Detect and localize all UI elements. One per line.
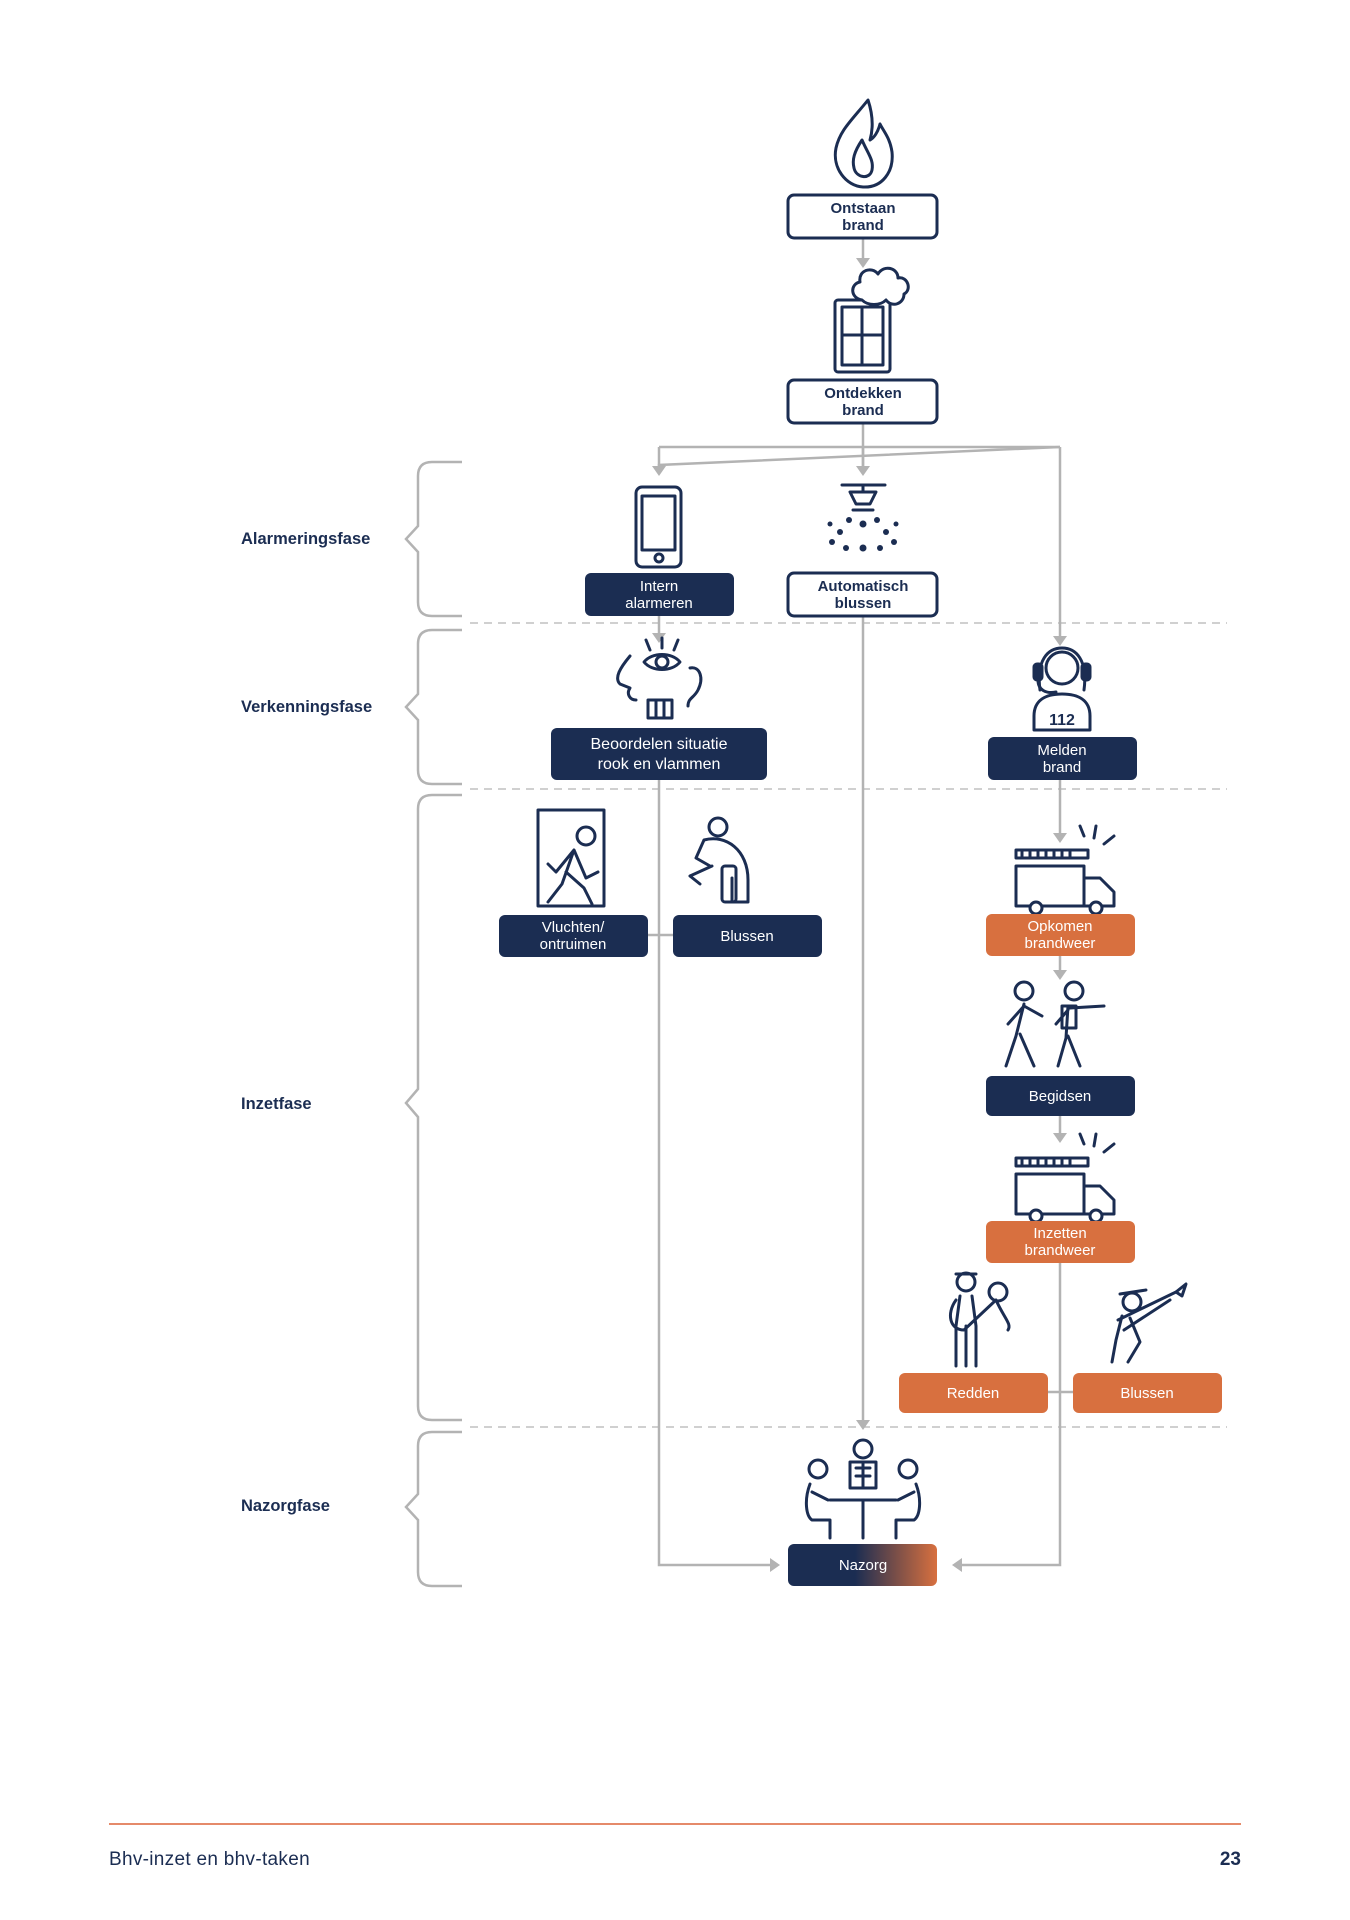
arrowhead — [1053, 833, 1067, 843]
arrowhead — [1053, 1133, 1067, 1143]
fire-truck-icon — [1014, 824, 1116, 916]
node-automatisch-label-1: Automatisch — [818, 578, 909, 595]
node-opkomen-brandweer: Opkomen brandweer — [986, 914, 1135, 956]
footer-title: Bhv-inzet en bhv-taken — [109, 1849, 310, 1870]
node-melden-label-1: Melden — [1037, 742, 1086, 759]
arrowhead — [652, 466, 666, 476]
sprinkler-icon — [827, 483, 899, 552]
node-vluchten-label-2: ontruimen — [540, 936, 607, 953]
arrowhead — [856, 258, 870, 268]
node-inzetten-brandweer: Inzetten brandweer — [986, 1221, 1135, 1263]
arrowhead — [770, 1558, 780, 1572]
arrowhead — [856, 466, 870, 476]
arrowheads — [652, 258, 1067, 1572]
flame-icon — [833, 98, 894, 189]
arrowhead — [952, 1558, 962, 1572]
operator-112-icon-label: 112 — [1049, 712, 1075, 729]
node-beoordelen-label-2: rook en vlammen — [598, 756, 721, 773]
connector-beoordelen-nazorg — [657, 780, 770, 1567]
node-intern-alarmeren: Intern alarmeren — [585, 573, 734, 616]
arrowhead — [1053, 970, 1067, 980]
node-ontstaan-label-1: Ontstaan — [830, 200, 895, 217]
node-intern-label-1: Intern — [640, 578, 678, 595]
arrowhead — [1053, 636, 1067, 646]
node-automatisch-label-2: blussen — [835, 595, 892, 612]
node-ontdekken-label-1: Ontdekken — [824, 385, 902, 402]
phase-label-alarmering: Alarmeringsfase — [241, 530, 370, 548]
node-vluchten-ontruimen: Vluchten/ ontruimen — [499, 915, 648, 957]
node-blussen-bw-label: Blussen — [1120, 1385, 1173, 1402]
node-ontstaan-brand: Ontstaan brand — [786, 193, 939, 240]
node-blussen-brandweer: Blussen — [1073, 1373, 1222, 1413]
node-beoordelen-situatie: Beoordelen situatie rook en vlammen — [551, 728, 767, 780]
node-melden-brand: Melden brand — [988, 737, 1137, 780]
bracket-verkenning — [404, 628, 462, 786]
guiding-people-icon — [1004, 980, 1106, 1068]
phase-label-nazorg: Nazorgfase — [241, 1497, 330, 1515]
node-opkomen-label-1: Opkomen — [1027, 918, 1092, 935]
node-inzetten-label-1: Inzetten — [1033, 1225, 1086, 1242]
node-automatisch-blussen: Automatisch blussen — [786, 571, 939, 618]
node-ontdekken-brand: Ontdekken brand — [786, 378, 939, 425]
footer-rule — [109, 1823, 1241, 1825]
phase-label-inzet: Inzetfase — [241, 1095, 312, 1113]
firefighter-rescue-icon — [948, 1271, 1011, 1368]
bracket-alarmering — [404, 460, 462, 618]
node-intern-label-2: alarmeren — [625, 595, 693, 612]
phase-brackets — [404, 460, 462, 1588]
node-vluchten-label-1: Vluchten/ — [542, 919, 605, 936]
node-melden-label-2: brand — [1043, 759, 1081, 776]
node-nazorg: Nazorg — [788, 1544, 937, 1586]
firefighter-hose-icon — [1110, 1282, 1188, 1364]
senses-icon — [616, 636, 703, 720]
node-blussen-bhv-label: Blussen — [720, 928, 773, 945]
operator-112-icon: 112 — [1032, 646, 1092, 732]
fire-truck-icon — [1014, 1132, 1116, 1224]
node-ontstaan-label-2: brand — [842, 217, 884, 234]
node-begidsen: Begidsen — [986, 1076, 1135, 1116]
node-nazorg-label: Nazorg — [839, 1557, 887, 1574]
node-ontdekken-label-2: brand — [842, 402, 884, 419]
window-smoke-icon — [833, 266, 910, 374]
phase-separators — [470, 622, 1227, 1428]
connectors — [645, 238, 1075, 1567]
node-opkomen-label-2: brandweer — [1025, 935, 1096, 952]
arrowhead — [652, 633, 666, 643]
node-inzetten-label-2: brandweer — [1025, 1242, 1096, 1259]
phase-labels: Alarmeringsfase Verkenningsfase Inzetfas… — [241, 530, 372, 1515]
node-redden-label: Redden — [947, 1385, 1000, 1402]
connector-inzetten-nazorg — [962, 1263, 1062, 1567]
arrowhead — [856, 1420, 870, 1430]
connector-split-line — [657, 445, 1061, 467]
evacuation-icon — [536, 808, 606, 908]
bracket-inzet — [404, 793, 462, 1422]
fire-extinguisher-person-icon — [688, 816, 750, 904]
phase-label-verkenning: Verkenningsfase — [241, 698, 372, 716]
icons: 112 — [536, 98, 1188, 1540]
node-begidsen-label: Begidsen — [1029, 1088, 1092, 1105]
node-beoordelen-label-1: Beoordelen situatie — [591, 736, 728, 753]
bracket-nazorg — [404, 1430, 462, 1588]
meeting-table-icon — [804, 1438, 922, 1540]
node-redden: Redden — [899, 1373, 1048, 1413]
smartphone-icon — [634, 485, 683, 569]
node-blussen-bhv: Blussen — [673, 915, 822, 957]
page-number: 23 — [1219, 1849, 1241, 1870]
node-boxes: Ontstaan brand Ontdekken brand Intern al… — [499, 193, 1222, 1586]
